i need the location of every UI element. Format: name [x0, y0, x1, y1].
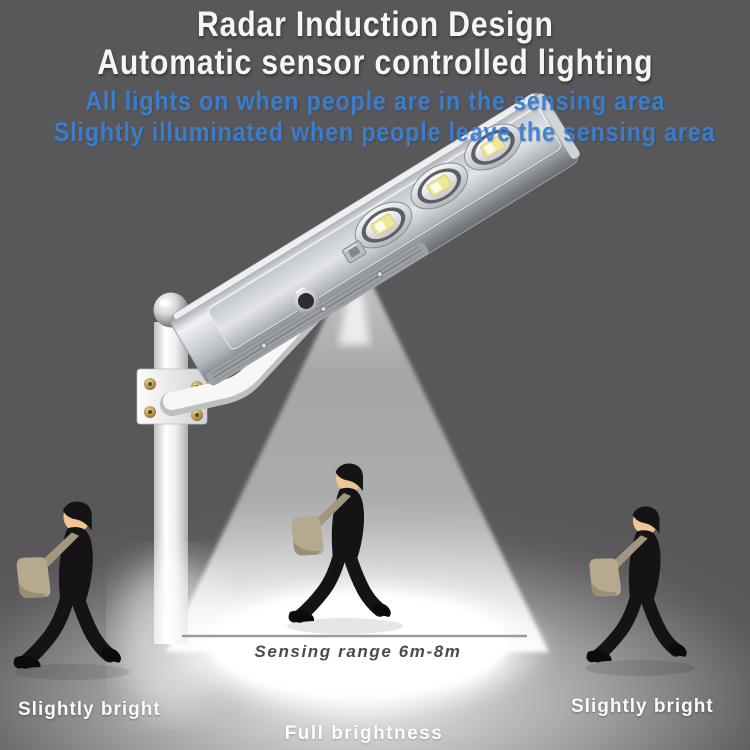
full-brightness-label: Full brightness [284, 723, 444, 744]
subtitle-line2: Slightly illuminated when people leave t… [0, 117, 750, 147]
subtitle-line1-text: All lights on when people are in the sen… [84, 86, 666, 116]
page-title-line1: Radar Induction Design [0, 6, 750, 43]
sensing-range-label: Sensing range 6m-8m [254, 642, 462, 661]
led-street-lamp-icon [170, 92, 580, 386]
shadow [585, 660, 695, 676]
page-title-line2: Automatic sensor controlled lighting [0, 44, 750, 81]
lamp-end-cap [535, 93, 580, 160]
page-title-line1-text: Radar Induction Design [196, 5, 554, 44]
subtitle-line1: All lights on when people are in the sen… [0, 86, 750, 116]
radar-sensor-icon [342, 240, 367, 264]
lamp-arm [160, 301, 323, 416]
subtitle-line2-text: Slightly illuminated when people leave t… [53, 117, 716, 147]
light-pool-core [208, 593, 508, 697]
page-title-line2-text: Automatic sensor controlled lighting [96, 43, 654, 82]
slightly-bright-right-label: Slightly bright [571, 696, 714, 717]
slightly-bright-left-label: Slightly bright [18, 699, 161, 720]
ball-highlight [159, 299, 171, 307]
shadow [287, 618, 403, 634]
shadow [14, 664, 130, 680]
led-module [410, 162, 469, 210]
lamp-mount-tube [292, 287, 320, 315]
led-module [354, 201, 413, 249]
led-module [464, 123, 522, 171]
